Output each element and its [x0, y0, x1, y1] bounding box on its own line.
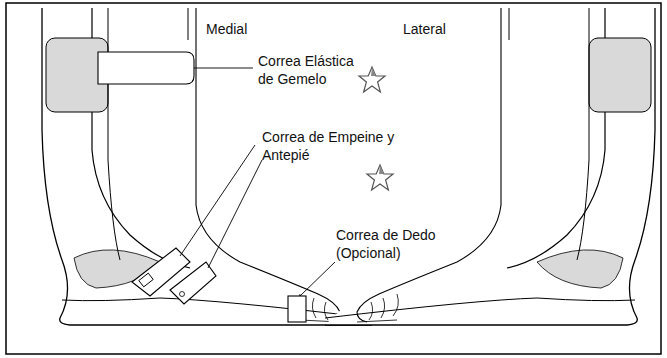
- view-label: Lateral: [403, 20, 483, 38]
- part-label: Correa Elástica de Gemelo: [258, 52, 370, 88]
- view-label: Medial: [206, 20, 286, 38]
- part-label: Correa de Empeine y Antepié: [262, 128, 400, 164]
- part-label: Correa de Dedo (Opcional): [336, 226, 448, 262]
